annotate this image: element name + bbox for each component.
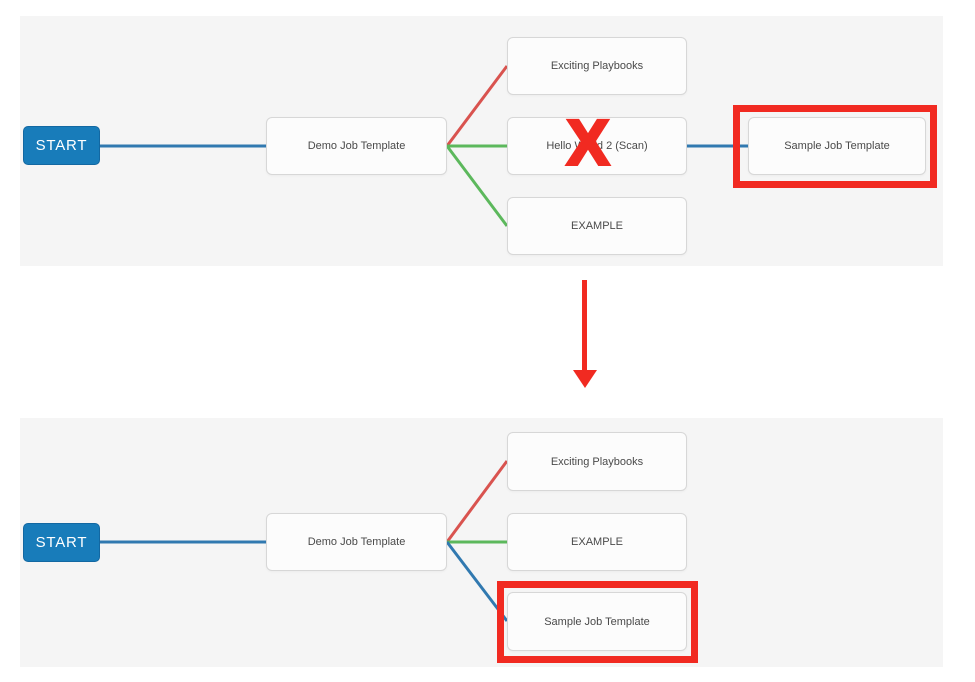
workflow-link-lines [100, 460, 509, 622]
start-button[interactable]: START [23, 523, 100, 562]
node-demo-job-template[interactable]: Demo Job Template [266, 117, 447, 175]
arrow-down-icon [573, 280, 597, 388]
node-sample-job-template[interactable]: Sample Job Template [507, 592, 687, 651]
workflow-visualizer-after-panel: START Demo Job Template Exciting Playboo… [20, 418, 943, 667]
node-example[interactable]: EXAMPLE [507, 197, 687, 255]
workflow-link-lines [100, 65, 748, 227]
link-demo-to-sample [445, 541, 509, 622]
node-demo-job-template[interactable]: Demo Job Template [266, 513, 447, 571]
node-hello-world-2-scan[interactable]: Hello World 2 (Scan) [507, 117, 687, 175]
arrow-head [573, 370, 597, 388]
workflow-visualizer-before-panel: START Demo Job Template Exciting Playboo… [20, 16, 943, 266]
start-button[interactable]: START [23, 126, 100, 165]
link-demo-to-exciting [445, 65, 509, 147]
node-exciting-playbooks[interactable]: Exciting Playbooks [507, 432, 687, 491]
node-exciting-playbooks[interactable]: Exciting Playbooks [507, 37, 687, 95]
node-sample-job-template[interactable]: Sample Job Template [748, 117, 926, 175]
link-demo-to-exciting [445, 460, 509, 543]
link-demo-to-example [445, 145, 509, 227]
arrow-shaft [582, 280, 587, 371]
node-example[interactable]: EXAMPLE [507, 513, 687, 571]
